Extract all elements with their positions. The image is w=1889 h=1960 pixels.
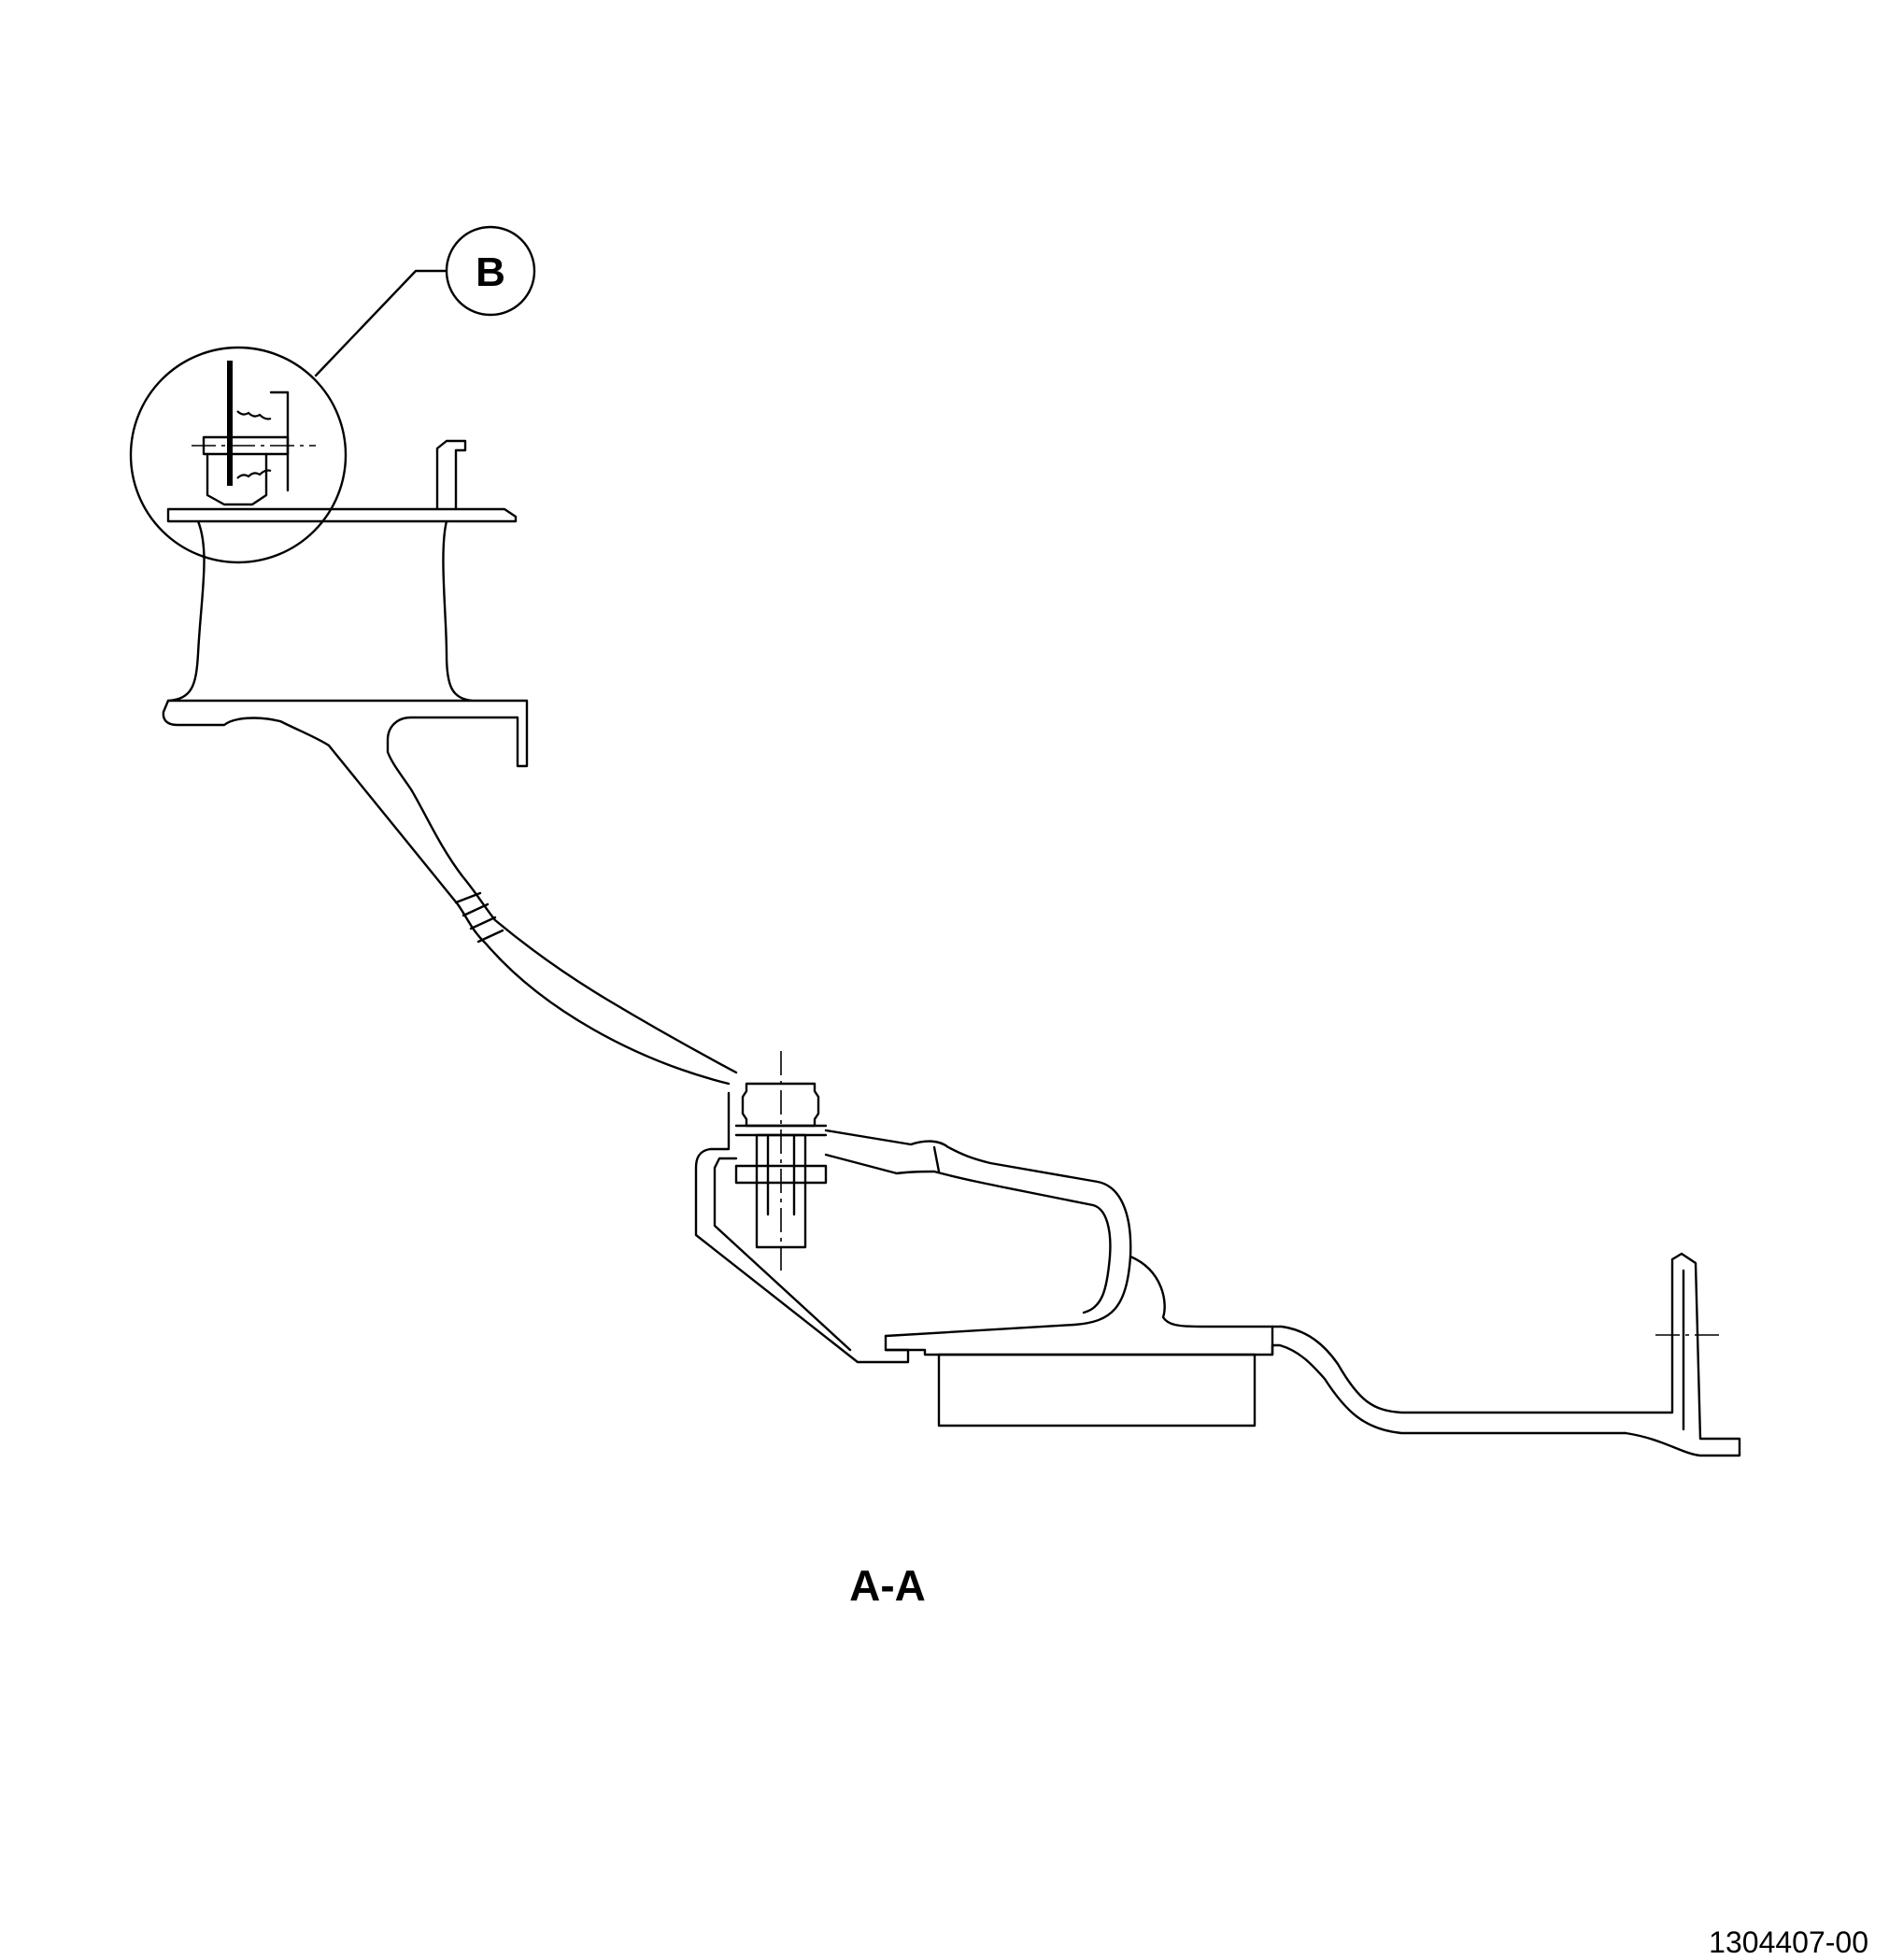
strut-band-2 <box>462 902 490 917</box>
detail-circle <box>129 346 348 564</box>
lower-block <box>937 1353 1257 1427</box>
callout-letter: B <box>476 249 505 295</box>
detail-callout-b: B <box>129 225 536 564</box>
strut-band-3 <box>469 916 497 930</box>
figure-reference-number: 1304407-00 <box>1709 1925 1868 1959</box>
detail-bracket <box>269 391 290 492</box>
bolt-bracket-inner <box>713 1157 852 1352</box>
upper-flange-outline <box>166 439 529 791</box>
detail-b-fastener <box>192 361 316 506</box>
aft-upper-line <box>1271 1252 1741 1457</box>
bolted-joint <box>694 1051 910 1364</box>
diagonal-strut <box>327 744 738 1086</box>
bolt-bracket <box>694 1091 910 1364</box>
detail-wire-lower <box>236 469 272 479</box>
lower-casing-lower-line <box>824 1153 1112 1314</box>
strut-band-1 <box>454 891 482 904</box>
lower-casing <box>824 1129 1274 1427</box>
upper-lip <box>162 699 331 747</box>
casing-joint-mark <box>932 1145 941 1173</box>
strut-band-4 <box>476 929 504 944</box>
aft-extension <box>1271 1252 1741 1457</box>
strut-inner-line <box>409 788 738 1074</box>
callout-leader-line <box>314 269 448 377</box>
strut-outer-line <box>327 744 731 1086</box>
upper-case-flange <box>162 439 529 791</box>
casing-web <box>1129 1255 1274 1356</box>
section-label: A-A <box>849 1561 926 1610</box>
detail-pin-housing <box>206 452 268 506</box>
aft-lower-line <box>1271 1343 1627 1435</box>
detail-wire-upper <box>236 410 272 420</box>
lower-casing-upper-line <box>824 1129 1132 1338</box>
casing-floor <box>884 1334 1274 1356</box>
